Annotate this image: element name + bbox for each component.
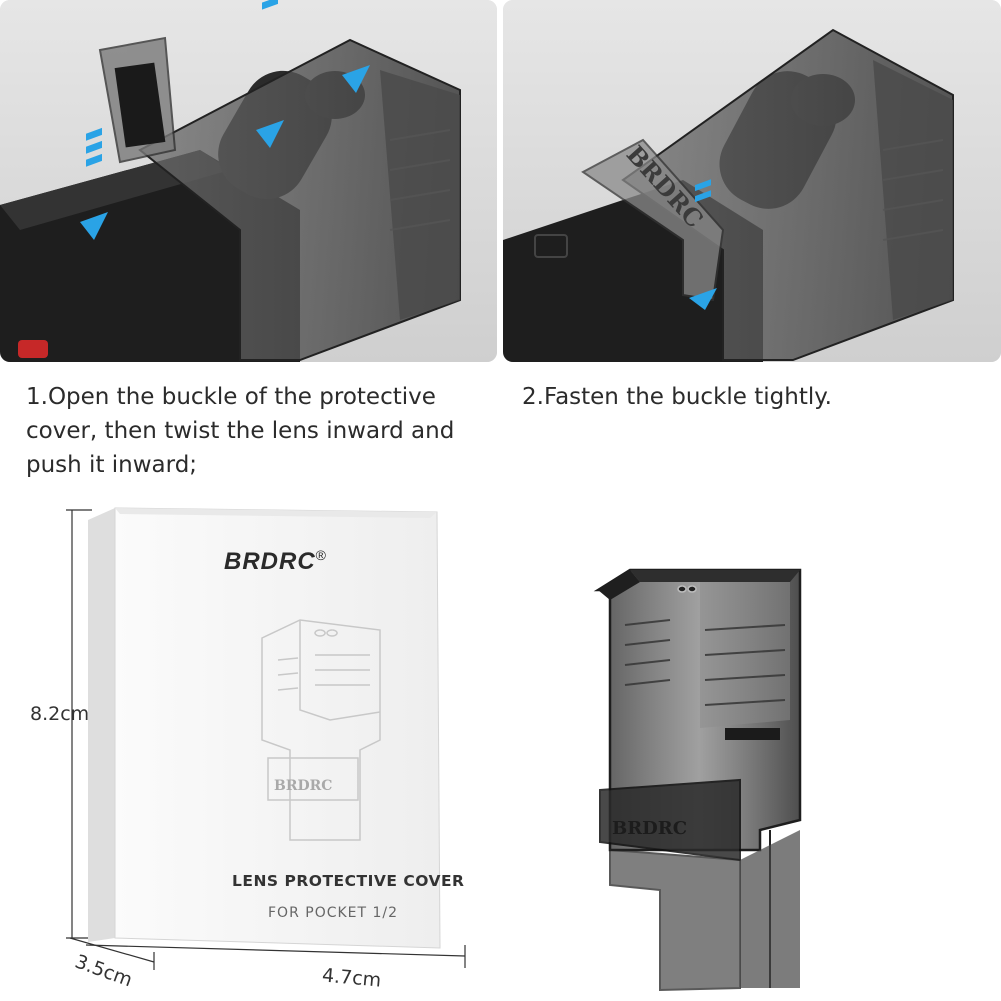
push-arrow-icons xyxy=(80,0,370,240)
product-cover xyxy=(593,568,802,992)
step1-illustration xyxy=(0,0,497,362)
cover-line-drawing xyxy=(261,619,381,841)
step1-photo xyxy=(0,0,497,362)
box-subtitle: FOR POCKET 1/2 xyxy=(268,905,399,921)
box-title: LENS PROTECTIVE COVER xyxy=(232,872,465,890)
fasten-arrow-icon xyxy=(689,179,717,310)
step2-caption: 2.Fasten the buckle tightly. xyxy=(522,384,832,410)
package-product-illustration xyxy=(66,507,802,992)
registered-mark: ® xyxy=(315,547,327,563)
step2-photo: BRDRC xyxy=(503,0,1001,362)
dimension-lines xyxy=(66,509,466,970)
package-and-product xyxy=(0,490,1001,1001)
step1-caption: 1.Open the buckle of the protective cove… xyxy=(26,384,455,478)
box-brand-text: BRDRC xyxy=(224,548,316,575)
step2-illustration xyxy=(503,0,1001,362)
box-illustration-strap-brand: BRDRC xyxy=(274,778,333,794)
box-brand-logo: BRDRC® xyxy=(224,547,327,576)
product-strap-brand: BRDRC xyxy=(612,818,688,839)
dimension-height-label: 8.2cm xyxy=(30,703,90,725)
